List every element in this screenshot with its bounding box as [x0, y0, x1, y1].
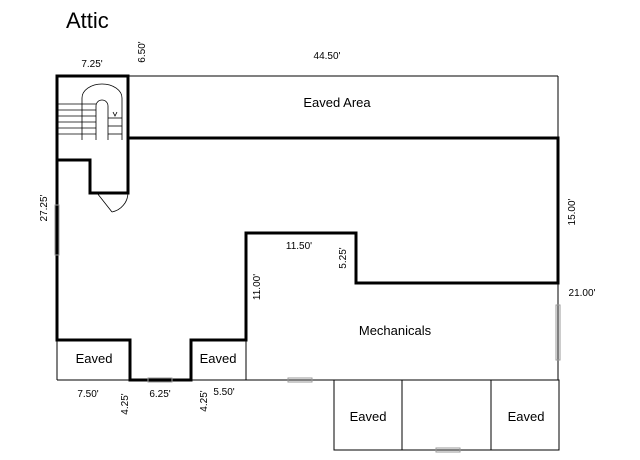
dim-step-height: 5.25'	[338, 247, 349, 268]
thin-walls	[56, 75, 560, 451]
dim-step-width: 11.50'	[286, 241, 312, 252]
dim-mech-left-height: 11.00'	[252, 274, 263, 300]
windows	[54, 204, 561, 453]
room-eaved-3: Eaved	[350, 409, 387, 424]
room-eaved-4: Eaved	[508, 409, 545, 424]
dim-bottom-mid-width: 6.25'	[149, 389, 170, 400]
thick-walls	[55, 74, 560, 382]
dim-top-width: 44.50'	[314, 51, 341, 62]
dim-top-left-width: 7.25'	[81, 59, 102, 70]
dim-right-lower: 21.00'	[569, 288, 596, 299]
dim-bottom-left-notch: 4.25'	[120, 393, 131, 414]
dim-bottom-left-width: 7.50'	[77, 389, 98, 400]
dim-right-height: 15.00'	[567, 198, 578, 225]
dim-left-height: 27.25'	[39, 194, 50, 221]
dim-top-left-depth: 6.50'	[137, 41, 148, 62]
plan-title: Attic	[66, 8, 109, 33]
dim-bottom-mid-width-2: 5.50'	[213, 387, 234, 398]
dim-bottom-mid-notch: 4.25'	[199, 390, 210, 411]
room-eaved-2: Eaved	[200, 351, 237, 366]
room-eaved-area: Eaved Area	[303, 95, 371, 110]
staircase	[57, 83, 129, 213]
room-mechanicals: Mechanicals	[359, 323, 432, 338]
room-eaved-1: Eaved	[76, 351, 113, 366]
